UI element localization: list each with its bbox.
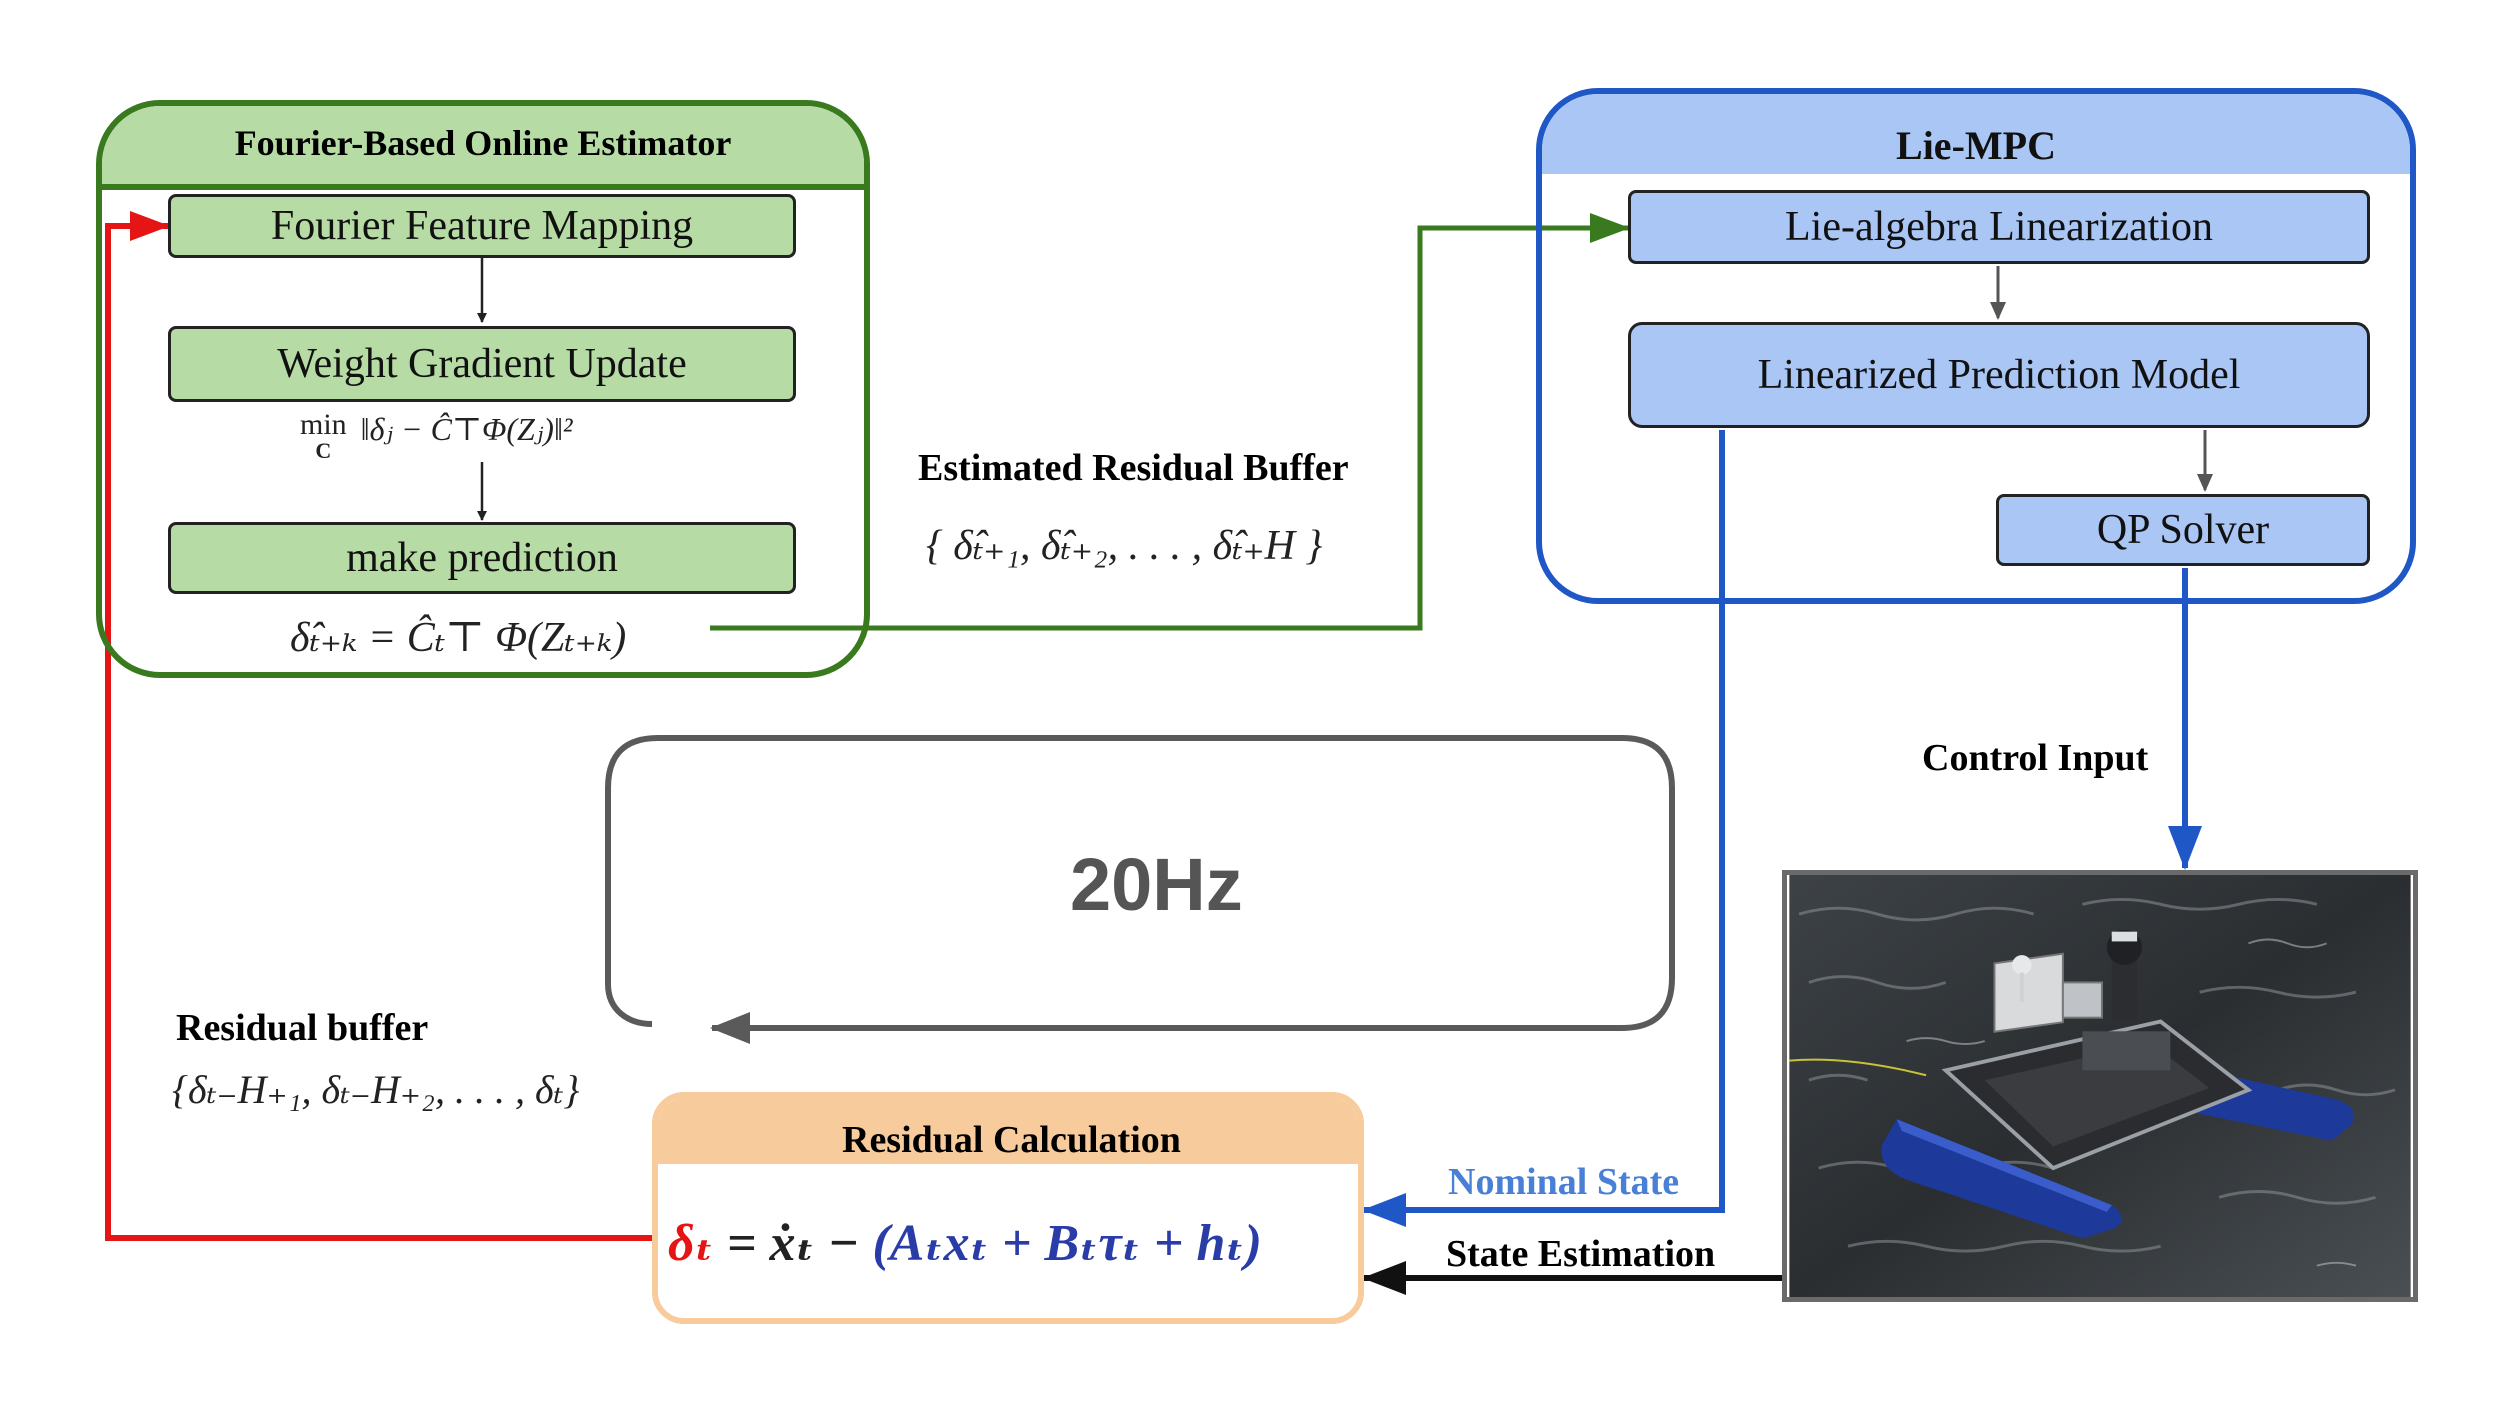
nominal-state-label: Nominal State xyxy=(1448,1161,1680,1203)
residual-rhs: (Aₜxₜ + Bₜτₜ + hₜ) xyxy=(872,1215,1262,1272)
state-estimation-label: State Estimation xyxy=(1446,1233,1716,1275)
control-input-label: Control Input xyxy=(1922,737,2149,779)
residual-formula: δₜ = ẋₜ − (Aₜxₜ + Bₜτₜ + hₜ) xyxy=(668,1212,1262,1273)
residual-buffer-set: {δₜ₋H₊₁, δₜ₋H₊₂, . . . , δₜ} xyxy=(172,1067,580,1112)
objective-min: min xyxy=(300,408,347,441)
mpc-panel: Lie-MPC xyxy=(1536,88,2416,604)
prediction-formula: δ̂ₜ₊ₖ = Ĉₜ⊤ Φ(Zₜ₊ₖ) xyxy=(290,615,627,661)
estimated-buffer-set: { δ̂ₜ₊₁, δ̂ₜ₊₂, . . . , δ̂ₜ₊H } xyxy=(926,523,1323,569)
residual-buffer-title: Residual buffer xyxy=(176,1007,429,1049)
arrow-estimated-buffer-to-mpc xyxy=(710,213,1630,631)
objective-sub: C xyxy=(315,438,332,463)
vessel-image xyxy=(1789,875,2411,1297)
residual-calc-title: Residual Calculation xyxy=(842,1119,1181,1161)
objective-body: ‖δⱼ − Ĉ⊤Φ(Zⱼ)‖² xyxy=(360,411,573,447)
mpc-title: Lie-MPC xyxy=(1896,123,2056,168)
objective-formula: min C ‖δⱼ − Ĉ⊤Φ(Zⱼ)‖² xyxy=(300,410,573,462)
node-make-prediction: make prediction xyxy=(168,522,796,594)
residual-calc-header xyxy=(658,1098,1358,1164)
node-lie-algebra-linearization: Lie-algebra Linearization xyxy=(1628,190,2370,264)
node-weight-gradient-update: Weight Gradient Update xyxy=(168,326,796,402)
estimator-panel: Fourier-Based Online Estimator xyxy=(96,100,870,678)
estimator-title: Fourier-Based Online Estimator xyxy=(234,123,732,163)
node-linearized-prediction-model: Linearized Prediction Model xyxy=(1628,322,2370,428)
loop-rate-label: 20Hz xyxy=(1070,843,1243,926)
arrow-nominal-state xyxy=(1362,430,1725,1227)
node-qp-solver: QP Solver xyxy=(1996,494,2370,566)
estimated-buffer-title: Estimated Residual Buffer xyxy=(918,447,1349,489)
mpc-header: Lie-MPC xyxy=(1542,94,2410,174)
residual-lhs: δₜ xyxy=(668,1215,714,1272)
vessel-photo xyxy=(1782,870,2418,1302)
estimator-header: Fourier-Based Online Estimator xyxy=(102,106,864,190)
residual-calc-panel xyxy=(652,1092,1364,1324)
loop-20hz xyxy=(605,735,1675,1044)
node-fourier-feature-mapping: Fourier Feature Mapping xyxy=(168,194,796,258)
arrow-residual-to-estimator xyxy=(105,211,672,1241)
residual-eq: = ẋₜ − xyxy=(713,1215,873,1272)
